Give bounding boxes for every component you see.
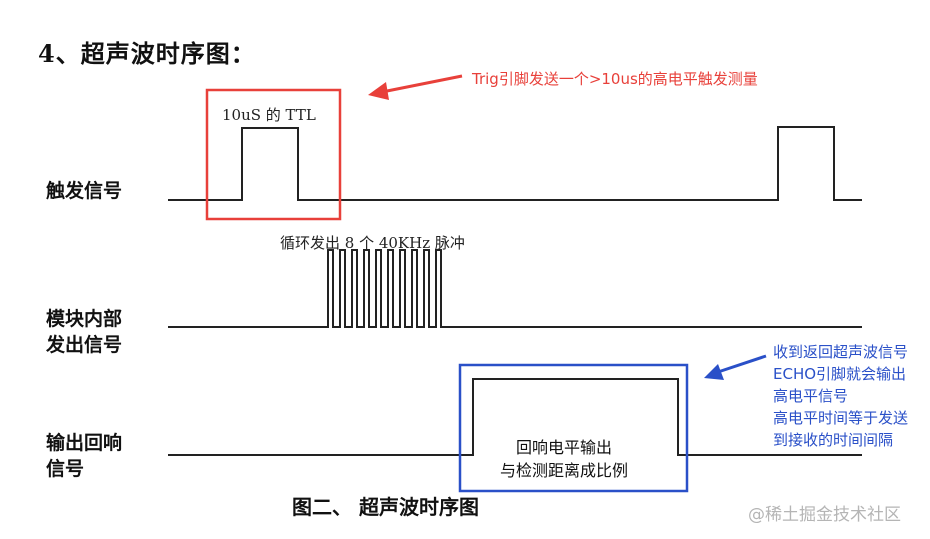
echo-annotation-line: 高电平时间等于发送 [773,409,909,427]
echo-output-line2: 与检测距离成比例 [500,461,629,480]
echo-annotation-line: ECHO引脚就会输出 [773,365,907,383]
module-signal-label-line1: 模块内部 [46,308,123,330]
echo-output-label: 回响电平输出 与检测距离成比例 [500,436,628,482]
trigger-highlight-box [205,88,342,221]
echo-signal-label-line2: 信号 [46,458,85,480]
echo-arrow-head [704,364,724,380]
trigger-arrow-head [368,82,389,100]
trigger-annotation: Trig引脚发送一个>10us的高电平触发测量 [472,70,758,88]
echo-annotation-line: 到接收的时间间隔 [773,431,894,449]
echo-arrow-shaft [717,354,767,374]
module-signal-label: 模块内部 发出信号 [46,306,146,358]
trigger-signal-label: 触发信号 [46,180,123,202]
echo-signal-label-line1: 输出回响 [46,432,123,454]
echo-waveform [168,378,862,456]
echo-annotation: 收到返回超声波信号 ECHO引脚就会输出 高电平信号 高电平时间等于发送 到接收… [773,341,908,451]
echo-signal-label: 输出回响 信号 [46,430,146,482]
echo-highlight-box [458,363,689,493]
trigger-waveform [168,126,862,201]
diagram-heading: 4、超声波时序图： [38,39,256,68]
pulse-width-label: 10uS 的 TTL [222,106,316,124]
echo-annotation-line: 收到返回超声波信号 [773,343,909,361]
watermark: @稀土掘金技术社区 [748,505,901,525]
echo-output-line1: 回响电平输出 [516,438,613,457]
module-signal-label-line2: 发出信号 [46,334,123,356]
burst-label: 循环发出 8 个 40KHz 脉冲 [280,234,465,252]
figure-caption: 图二、 超声波时序图 [292,495,479,519]
echo-annotation-line: 高电平信号 [773,387,849,405]
burst-waveform [168,249,862,328]
trigger-arrow-shaft [381,74,463,94]
